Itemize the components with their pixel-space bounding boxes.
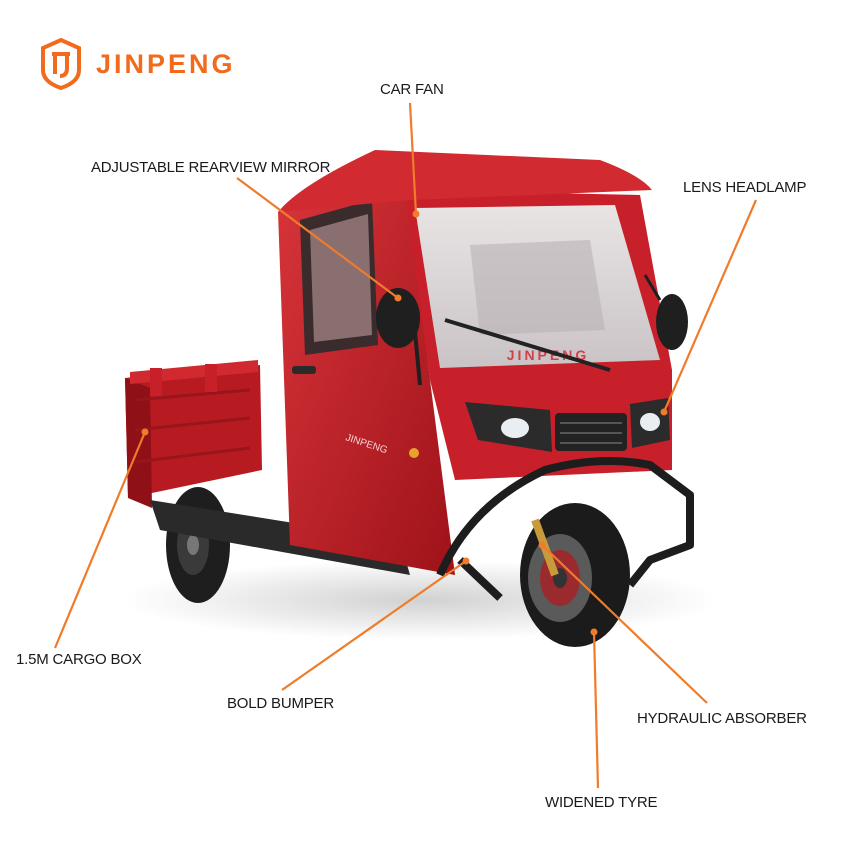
right-mirror <box>643 274 688 350</box>
cargo-box <box>125 360 262 508</box>
windshield-text: JINPENG <box>507 347 589 363</box>
door-handle <box>292 366 316 374</box>
roof <box>278 150 652 212</box>
left-mirror <box>376 288 422 386</box>
label-widened-tyre: WIDENED TYRE <box>545 794 658 811</box>
brand-logo: JINPENG <box>40 38 236 90</box>
leader-bumper <box>281 560 467 691</box>
wiper <box>444 318 611 372</box>
label-adjustable-rearview-mirror: ADJUSTABLE REARVIEW MIRROR <box>91 159 331 176</box>
brand-name: JINPENG <box>96 48 236 79</box>
side-reflector <box>409 448 419 458</box>
leader-lines <box>53 102 758 789</box>
bumper <box>436 457 694 601</box>
label-lens-headlamp: LENS HEADLAMP <box>683 179 807 196</box>
leader-cargo-box <box>53 431 147 649</box>
leader-absorber <box>541 544 708 704</box>
leader-tyre <box>592 631 600 789</box>
label-hydraulic-absorber: HYDRAULIC ABSORBER <box>637 710 807 727</box>
label-bold-bumper: BOLD BUMPER <box>227 695 334 712</box>
leader-mirror <box>236 177 399 299</box>
brand-shield-icon <box>41 38 81 90</box>
leader-car-fan <box>408 102 418 215</box>
leader-headlamp <box>662 199 758 413</box>
chassis <box>150 500 410 575</box>
label-cargo-box: 1.5M CARGO BOX <box>16 651 142 668</box>
label-car-fan: CAR FAN <box>380 81 444 98</box>
